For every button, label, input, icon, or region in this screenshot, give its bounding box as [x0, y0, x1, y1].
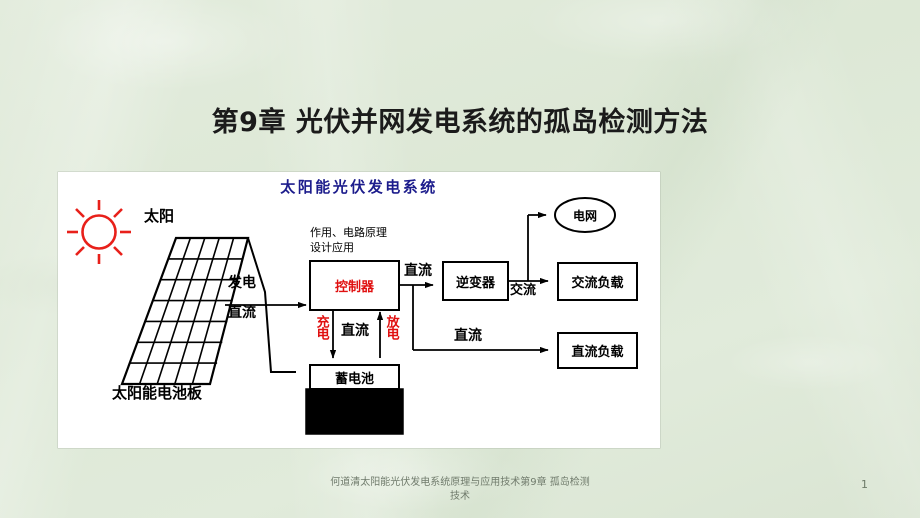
solar-panel-label: 太阳能电池板	[112, 384, 203, 402]
battery-label: 蓄电池	[334, 371, 374, 387]
flow-label-dc-to-dcload: 直流	[454, 328, 482, 344]
flow-label-discharge: 放电	[383, 315, 399, 339]
diagram-vector-layer	[67, 197, 638, 435]
inverter-label: 逆变器	[455, 275, 495, 291]
controller-note-line1: 作用、电路原理	[310, 226, 387, 239]
flow-controller-battery	[329, 310, 384, 359]
diagram-title: 太阳能光伏发电系统	[280, 178, 438, 196]
flow-label-charge: 充电	[313, 315, 329, 339]
sun-label: 太阳	[144, 207, 175, 225]
slide-footer: 何道清太阳能光伏发电系统原理与应用技术第9章 孤岛检测 技术	[0, 476, 920, 503]
page-title: 第9章 光伏并网发电系统的孤岛检测方法	[211, 107, 709, 138]
flow-label-ac: 交流	[510, 283, 537, 298]
sun-icon	[67, 200, 131, 264]
solar-panel-graphic	[120, 236, 250, 386]
flow-controller-out	[399, 281, 549, 354]
ac-load-label: 交流负载	[571, 276, 624, 291]
footer-line-1: 何道清太阳能光伏发电系统原理与应用技术第9章 孤岛检测	[330, 477, 590, 488]
controller-note-line2: 设计应用	[310, 241, 354, 254]
ac-load-box	[557, 262, 638, 301]
flow-label-generate: 发电	[228, 275, 256, 291]
battery-graphic	[305, 364, 404, 435]
diagram-image-panel: 太阳能光伏发电系统	[58, 172, 660, 448]
flow-label-dc-from-panel: 直流	[228, 305, 256, 321]
flow-inverter-out	[508, 211, 549, 285]
dc-load-box	[557, 332, 638, 369]
flow-label-dc-battery: 直流	[341, 323, 369, 339]
flow-label-dc-to-inverter: 直流	[404, 263, 432, 279]
controller-label: 控制器	[334, 280, 374, 295]
inverter-box	[442, 261, 509, 301]
solar-panel-stand	[247, 237, 296, 373]
page-number: 1	[861, 478, 868, 491]
grid-label: 电网	[572, 208, 597, 223]
dc-load-label: 直流负载	[571, 345, 624, 360]
grid-ellipse	[554, 197, 616, 233]
controller-box	[309, 260, 400, 311]
footer-line-2: 技术	[450, 490, 470, 502]
